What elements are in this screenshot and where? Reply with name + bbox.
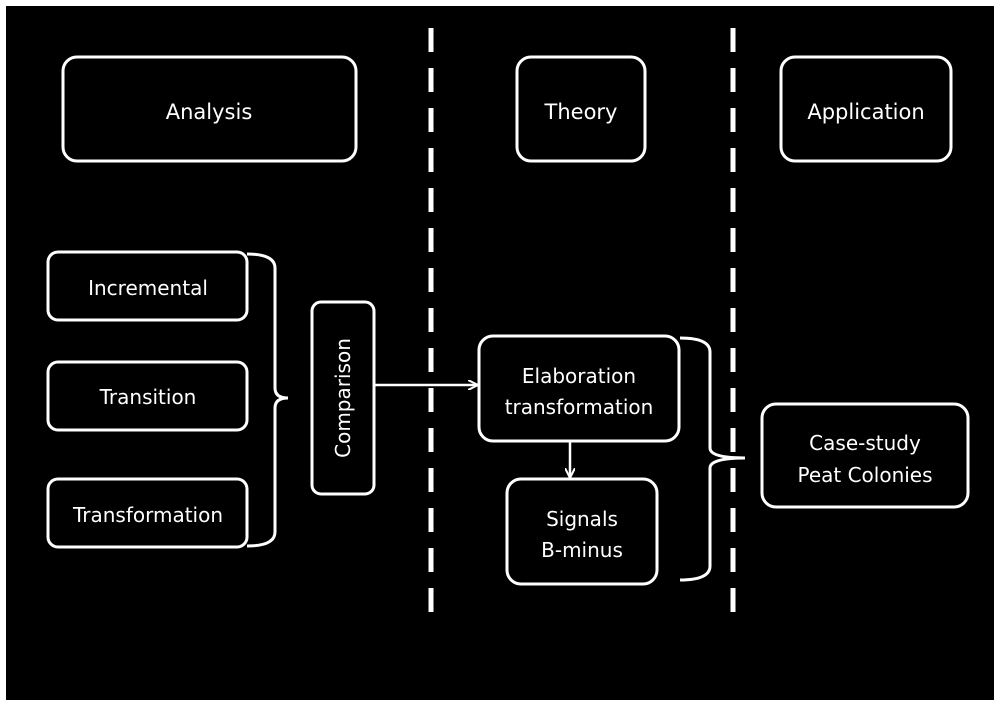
node-comparison-box [310,300,376,496]
header-analysis-box [61,55,358,163]
node-transformation: Transformation [46,477,249,549]
diagram-canvas: Analysis Theory Application Incremental … [6,6,994,700]
node-transformation-label: Transformation [72,503,223,527]
brace-analysis [246,252,289,548]
node-comparison-label: Comparison [331,338,355,458]
diagram-svg: Analysis Theory Application Incremental … [46,28,970,628]
header-theory-label: Theory [544,100,618,124]
node-transition: Transition [46,360,249,432]
header-analysis: Analysis [61,55,358,163]
header-application: Application [779,55,953,163]
node-incremental-box [46,250,249,322]
node-elaboration-box [477,334,681,443]
node-case-study: Case-study Peat Colonies [760,402,970,509]
header-application-box [779,55,953,163]
header-theory-box [515,55,647,163]
node-transition-label: Transition [99,385,197,409]
header-theory: Theory [515,55,647,163]
node-case-study-label-line1: Case-study [809,431,921,455]
node-case-study-label-line2: Peat Colonies [797,463,932,487]
node-signals-label-line1: Signals [546,507,618,531]
node-signals: Signals B-minus [505,477,659,586]
node-elaboration-label-line2: transformation [505,395,654,419]
node-incremental: Incremental [46,250,249,322]
node-signals-label-line2: B-minus [541,538,623,562]
node-transformation-box [46,477,249,549]
node-comparison: Comparison [310,300,376,496]
node-elaboration-label-line1: Elaboration [522,364,636,388]
node-case-study-box [760,402,970,509]
node-incremental-label: Incremental [88,276,208,300]
node-elaboration: Elaboration transformation [477,334,681,443]
header-application-label: Application [807,100,924,124]
brace-theory [679,336,746,582]
header-analysis-label: Analysis [166,100,253,124]
node-transition-box [46,360,249,432]
node-signals-box [505,477,659,586]
